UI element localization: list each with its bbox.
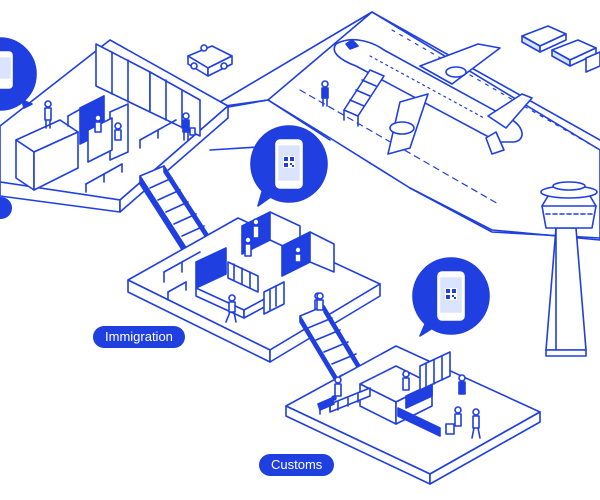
boarding-passengers	[44, 100, 196, 141]
escalator-icon	[139, 165, 215, 263]
ground-crew-person	[321, 80, 329, 107]
phone-bubble-immigration	[250, 125, 328, 207]
zone-label-customs: Customs	[259, 454, 335, 476]
immigration-people	[225, 218, 322, 323]
phone-bubble-boarding	[0, 37, 37, 111]
control-tower-icon	[540, 181, 598, 357]
phone-bubble-customs	[412, 257, 490, 337]
qr-code-icon	[283, 156, 295, 168]
baggage-tug	[187, 44, 233, 77]
queue-barriers-boarding	[67, 95, 177, 193]
baggage-cart-icon	[521, 25, 600, 73]
airplane-icon	[333, 38, 533, 155]
zone-label-immigration: Immigration	[93, 326, 185, 348]
customs-people	[334, 370, 481, 439]
immigration-gates	[227, 261, 285, 315]
boarding-stairs	[343, 69, 385, 127]
qr-code-icon-customs	[445, 288, 457, 300]
queue-barriers-immigration	[163, 251, 201, 301]
zone-label-boarding: ne	[0, 197, 13, 219]
check-in-counter	[15, 119, 79, 191]
dog-icon	[317, 395, 337, 415]
customs-scanners	[329, 351, 451, 437]
